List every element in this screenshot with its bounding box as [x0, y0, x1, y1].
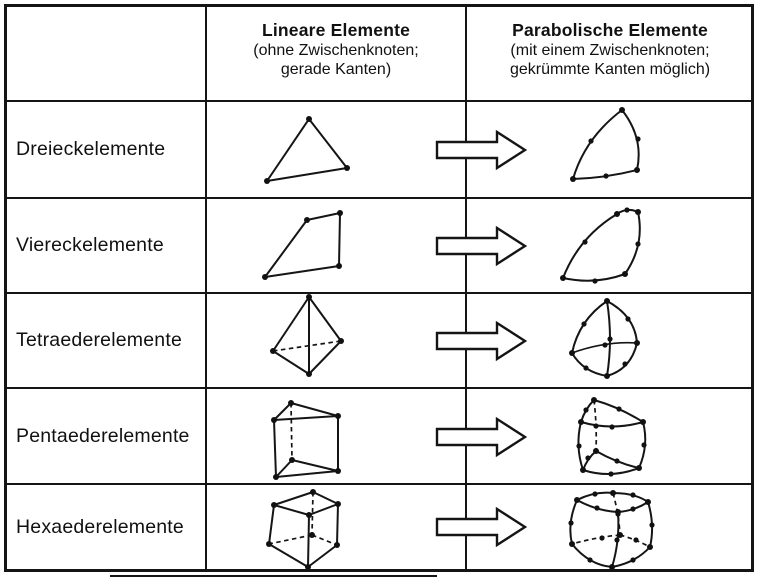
row5-arrow — [435, 507, 527, 547]
row-label-cell: Viereckelemente — [7, 199, 207, 294]
row-label-cell: Tetraederelemente — [7, 294, 207, 389]
row-label-hexaederelemente: Hexaederelemente — [16, 515, 184, 538]
row3-arrow — [435, 321, 527, 361]
parabolic-hexahedron-cell — [467, 485, 753, 569]
parabolic-elements-title: Parabolische Elemente — [512, 20, 708, 40]
pentahedron-6-node-icon — [271, 400, 341, 480]
row-label-cell: Pentaederelemente — [7, 389, 207, 485]
parabolic-tetrahedron-cell — [467, 294, 753, 389]
quad-4-node-icon — [262, 210, 343, 280]
parabolic-triangle-cell — [467, 102, 753, 199]
row4-arrow — [435, 417, 527, 457]
parabolic-quad-cell — [467, 199, 753, 294]
header-empty-cell — [7, 7, 207, 102]
row-label-viereckelemente: Viereckelemente — [16, 234, 164, 256]
linear-pentahedron-cell — [207, 389, 467, 485]
hexahedron-20-node-icon — [568, 490, 655, 569]
right-block-arrow-icon — [435, 226, 527, 266]
linear-elements-subtitle-2: gerade Kanten) — [280, 61, 392, 78]
parabolic-elements-subtitle-1: (mit einem Zwischenknoten; — [510, 42, 710, 59]
row-label-tetraederelemente: Tetraederelemente — [16, 329, 182, 351]
right-block-arrow-icon — [435, 507, 527, 547]
right-block-arrow-icon — [435, 130, 527, 170]
row-label-pentaederelemente: Pentaederelemente — [16, 424, 190, 447]
linear-elements-title: Lineare Elemente — [261, 20, 411, 40]
linear-triangle-cell — [207, 102, 467, 199]
row1-arrow — [435, 130, 527, 170]
hexahedron-8-node-icon — [266, 489, 341, 569]
triangle-3-node-icon — [264, 116, 350, 184]
row-label-cell: Dreieckelemente — [7, 102, 207, 199]
parabolic-elements-subtitle-2: gekrümmte Kanten möglich) — [509, 61, 711, 78]
linear-tetrahedron-cell — [207, 294, 467, 389]
quad-8-node-icon — [560, 207, 641, 284]
linear-quad-cell — [207, 199, 467, 294]
row2-arrow — [435, 226, 527, 266]
pentahedron-15-node-icon — [576, 397, 647, 477]
linear-hexahedron-cell — [207, 485, 467, 569]
linear-elements-subtitle-1: (ohne Zwischenknoten; — [253, 42, 419, 59]
page-rule-line — [110, 575, 437, 577]
header-parabolic-elements: Parabolische Elemente (mit einem Zwische… — [467, 7, 753, 102]
triangle-6-node-icon — [570, 107, 641, 182]
header-linear-elements: Lineare Elemente (ohne Zwischenknoten; g… — [207, 7, 467, 102]
fem-element-type-table: Lineare Elemente (ohne Zwischenknoten; g… — [4, 4, 754, 572]
tetrahedron-4-node-icon — [270, 294, 344, 377]
right-block-arrow-icon — [435, 417, 527, 457]
right-block-arrow-icon — [435, 321, 527, 361]
row-label-dreieckelemente: Dreieckelemente — [16, 138, 166, 160]
parabolic-pentahedron-cell — [467, 389, 753, 485]
row-label-cell: Hexaederelemente — [7, 485, 207, 569]
tetrahedron-10-node-icon — [569, 298, 640, 379]
